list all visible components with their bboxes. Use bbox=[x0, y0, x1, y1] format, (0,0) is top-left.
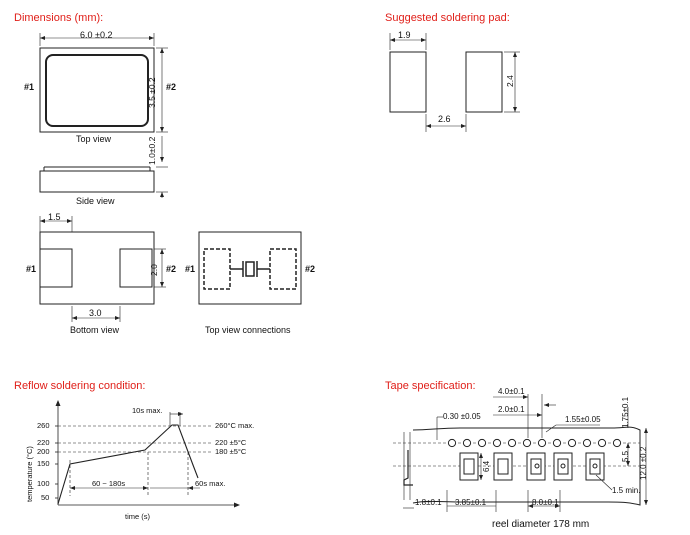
pad-width-dimension: 1.5 bbox=[48, 212, 61, 222]
hole-diameter-label: 1.55±0.05 bbox=[565, 415, 601, 424]
pocket-length-label: 3.85±0.1 bbox=[455, 498, 487, 507]
carrier-tape bbox=[393, 394, 648, 512]
pockets bbox=[459, 452, 605, 481]
pocket-depth-label: 1.8±0.1 bbox=[415, 498, 442, 507]
pin1-label: #1 bbox=[24, 82, 35, 92]
crystal-symbol-icon bbox=[230, 261, 270, 277]
hole-pitch-label: 4.0±0.1 bbox=[498, 387, 525, 396]
temp-220-label: 220 ±5°C bbox=[215, 438, 247, 447]
pad-height-dimension: 2.0 bbox=[149, 264, 159, 276]
tick-150: 150 bbox=[37, 459, 50, 468]
reflow-chart bbox=[55, 400, 240, 508]
pin1-bottom-label: #1 bbox=[26, 264, 37, 274]
peak-time-label: 10s max. bbox=[132, 406, 163, 415]
top-view-body bbox=[39, 47, 155, 133]
tick-100: 100 bbox=[37, 479, 50, 488]
above-liquidus-label: 60s max. bbox=[195, 479, 226, 488]
bottom-pad-left bbox=[39, 248, 73, 288]
min-diameter-label: 1.5 min. bbox=[612, 486, 641, 495]
side-view-caption: Side view bbox=[76, 196, 115, 206]
row-offset-label: 5.5 bbox=[621, 450, 630, 462]
reel-diameter-caption: reel diameter 178 mm bbox=[492, 519, 590, 530]
tick-200: 200 bbox=[37, 447, 50, 456]
top-view-caption: Top view bbox=[76, 134, 112, 144]
tick-50: 50 bbox=[41, 493, 50, 502]
pin2-connections-label: #2 bbox=[305, 264, 316, 274]
pad-right bbox=[465, 51, 503, 113]
pocket-width-label: 6.4 bbox=[482, 460, 491, 472]
reflow-profile-curve bbox=[57, 424, 199, 505]
reflow-xlabel: time (s) bbox=[125, 512, 150, 521]
connections-body bbox=[198, 231, 302, 305]
preheat-label: 60 ~ 180s bbox=[92, 479, 126, 488]
edge-to-hole-label: 1.75±0.1 bbox=[621, 396, 630, 428]
tick-220: 220 bbox=[37, 438, 50, 447]
pin1-connections-label: #1 bbox=[185, 264, 196, 274]
height-dimension: 3.5 ±0.2 bbox=[147, 77, 157, 108]
side-view-body bbox=[39, 170, 155, 193]
top-view-lid bbox=[45, 54, 149, 127]
hole-to-pocket-label: 2.0±0.1 bbox=[498, 405, 525, 414]
tape-pitch-label: 8.0±0.1 bbox=[532, 498, 559, 507]
pin2-bottom-label: #2 bbox=[166, 264, 177, 274]
connections-caption: Top view connections bbox=[205, 325, 291, 335]
dimensions-heading: Dimensions (mm): bbox=[14, 12, 104, 24]
bottom-pad-right bbox=[119, 248, 153, 288]
bottom-view-caption: Bottom view bbox=[70, 325, 120, 335]
peak-temp-label: 260°C max. bbox=[215, 421, 255, 430]
thickness-dimension: 1.0±0.2 bbox=[147, 136, 157, 165]
temp-180-label: 180 ±5°C bbox=[215, 447, 247, 456]
tape-heading: Tape specification: bbox=[385, 380, 476, 392]
pad-left bbox=[389, 51, 427, 113]
tick-260: 260 bbox=[37, 421, 50, 430]
pad-width-label: 1.9 bbox=[398, 30, 411, 40]
tape-thickness-label: 0.30 ±0.05 bbox=[443, 412, 481, 421]
bottom-view-body bbox=[39, 231, 155, 305]
sprocket-holes bbox=[447, 438, 622, 448]
width-dimension: 6.0 ±0.2 bbox=[80, 30, 113, 40]
reflow-ylabel: temperature (°C) bbox=[25, 446, 34, 502]
pin2-label: #2 bbox=[166, 82, 177, 92]
reflow-heading: Reflow soldering condition: bbox=[14, 380, 146, 392]
pad-gap-label: 2.6 bbox=[438, 114, 451, 124]
soldering-pad-heading: Suggested soldering pad: bbox=[385, 12, 510, 24]
pad-gap-dimension: 3.0 bbox=[89, 308, 102, 318]
pad-height-label: 2.4 bbox=[505, 75, 515, 87]
tape-width-label: 12.0 ±0.2 bbox=[639, 446, 648, 480]
